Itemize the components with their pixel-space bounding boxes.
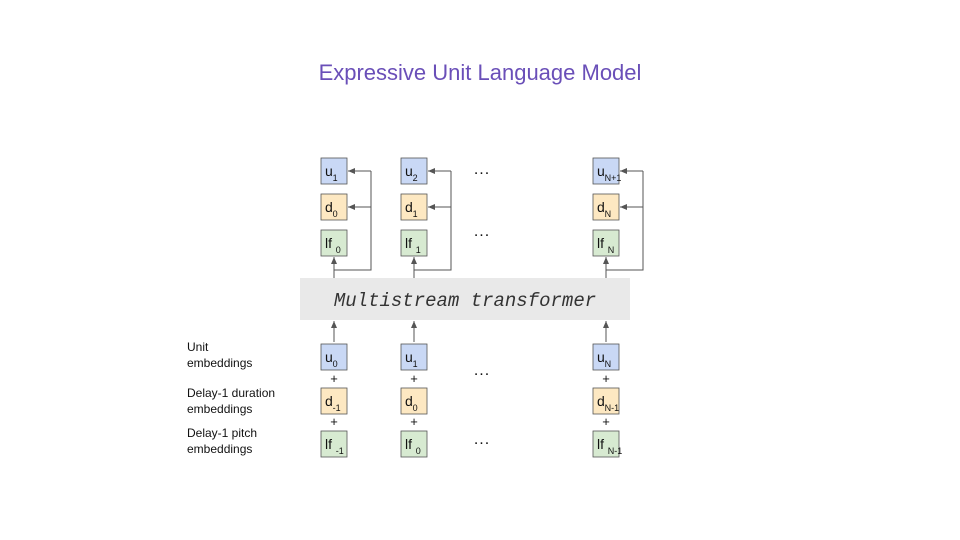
pitch-embeddings-label-line2: embeddings: [187, 442, 252, 456]
input-col1-u-subscript: 1: [413, 359, 418, 369]
output-col0-u-label: u: [325, 163, 333, 179]
input-col2-u-subscript: N: [605, 359, 612, 369]
input-col0-u-label: u: [325, 349, 333, 365]
output-col1-d-label: d: [405, 199, 413, 215]
input-col1-d-box: [400, 387, 428, 415]
output-col0-lf-subscript: 0: [336, 245, 341, 255]
input-col1-d-label: d: [405, 393, 413, 409]
ellipsis-output-top: ...: [474, 161, 490, 178]
input-col1-lf-subscript: 0: [416, 446, 421, 456]
unit-embeddings-label-line2: embeddings: [187, 356, 252, 370]
input-col0-d-box: [320, 387, 348, 415]
multistream-transformer-block: Multistream transformer: [300, 278, 630, 320]
output-col0-lf-label: lf: [325, 235, 332, 251]
output-col2-d-subscript: N: [605, 209, 612, 219]
output-col1-lf-subscript: 1: [416, 245, 421, 255]
input-col2-plus-1: +: [602, 371, 610, 386]
output-col2-u-label: u: [597, 163, 605, 179]
transformer-label: Multistream transformer: [334, 290, 596, 312]
input-col0-plus-1: +: [330, 371, 338, 386]
input-col2-u-label: u: [597, 349, 605, 365]
output-col2-d-box: [592, 193, 620, 221]
input-col0-u-box: [320, 343, 348, 371]
output-col2-u-box: [592, 157, 620, 185]
output-col2-lf-box: [592, 229, 620, 257]
input-col0-d-label: d: [325, 393, 333, 409]
output-col0-u-subscript: 1: [333, 173, 338, 183]
output-col1-feedback-path: [414, 171, 452, 271]
output-col1-u-box: [400, 157, 428, 185]
pitch-embeddings-label-line1: Delay-1 pitch: [187, 426, 257, 440]
input-col2-d-subscript: N-1: [605, 403, 620, 413]
duration-embeddings-label-line1: Delay-1 duration: [187, 386, 275, 400]
input-col1-lf-box: [400, 430, 428, 458]
output-col1-d-subscript: 1: [413, 209, 418, 219]
output-col0-u-box: [320, 157, 348, 185]
input-col0-u-subscript: 0: [333, 359, 338, 369]
input-col1-d-subscript: 0: [413, 403, 418, 413]
output-col1-d-box: [400, 193, 428, 221]
input-col0-lf-box: [320, 430, 348, 458]
input-col2-u-box: [592, 343, 620, 371]
unit-embeddings-label-line1: Unit: [187, 340, 209, 354]
input-col0-plus-2: +: [330, 414, 338, 429]
input-col2-plus-2: +: [602, 414, 610, 429]
input-col1-plus-1: +: [410, 371, 418, 386]
duration-embeddings-label-line2: embeddings: [187, 402, 252, 416]
ellipsis-markers: ... ... ... ...: [474, 161, 490, 448]
output-col0-feedback-path: [334, 171, 372, 271]
input-col2-lf-subscript: N-1: [608, 446, 623, 456]
output-col2-d-label: d: [597, 199, 605, 215]
output-col1-u-subscript: 2: [413, 173, 418, 183]
output-col2-lf-label: lf: [597, 235, 604, 251]
output-col0-lf-box: [320, 229, 348, 257]
output-col2-u-subscript: N+1: [605, 173, 622, 183]
ellipsis-output-bottom: ...: [474, 223, 490, 240]
output-col1-lf-label: lf: [405, 235, 412, 251]
ellipsis-input-top: ...: [474, 362, 490, 379]
input-col1-u-box: [400, 343, 428, 371]
input-labels: Unit embeddings Delay-1 duration embeddi…: [187, 340, 275, 456]
output-col2-feedback-path: [606, 171, 644, 271]
input-col1-u-label: u: [405, 349, 413, 365]
diagram-title: Expressive Unit Language Model: [318, 60, 642, 85]
input-col1-lf-label: lf: [405, 436, 412, 452]
input-col1-plus-2: +: [410, 414, 418, 429]
output-col2-lf-subscript: N: [608, 245, 615, 255]
input-col2-d-label: d: [597, 393, 605, 409]
output-col1-lf-box: [400, 229, 428, 257]
output-col0-d-box: [320, 193, 348, 221]
input-col2-lf-label: lf: [597, 436, 604, 452]
input-col0-lf-subscript: -1: [336, 446, 344, 456]
input-col2-lf-box: [592, 430, 620, 458]
output-col0-d-label: d: [325, 199, 333, 215]
input-col0-d-subscript: -1: [333, 403, 341, 413]
input-col0-lf-label: lf: [325, 436, 332, 452]
ellipsis-input-bottom: ...: [474, 431, 490, 448]
output-col1-u-label: u: [405, 163, 413, 179]
output-col0-d-subscript: 0: [333, 209, 338, 219]
input-col2-d-box: [592, 387, 620, 415]
